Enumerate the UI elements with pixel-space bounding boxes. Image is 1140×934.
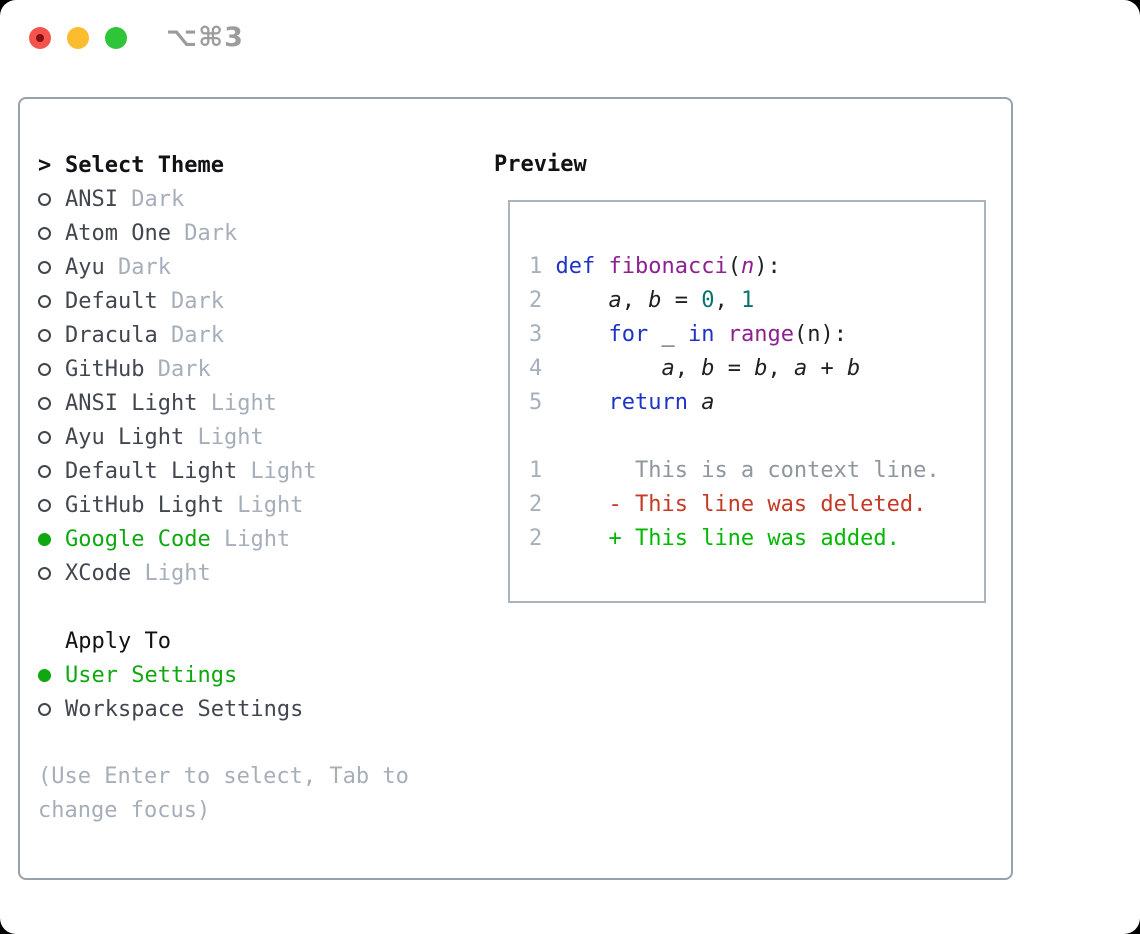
help-text-line2: change focus) — [38, 798, 211, 823]
theme-item[interactable]: Default Dark — [38, 284, 409, 318]
theme-item[interactable]: Ayu Light Light — [38, 420, 409, 454]
theme-item[interactable]: ANSI Dark — [38, 182, 409, 216]
line-number: 5 — [529, 390, 543, 415]
radio-icon — [38, 430, 51, 444]
code-line: 5 return a — [529, 386, 984, 420]
radio-icon — [38, 566, 51, 580]
apply-option[interactable]: User Settings — [38, 658, 409, 692]
code-line: 3 for _ in range(n): — [529, 318, 984, 352]
code-line: 1 This is a context line. — [529, 454, 984, 488]
radio-icon — [38, 226, 51, 240]
spacer — [38, 590, 409, 624]
radio-icon — [38, 396, 51, 410]
theme-item[interactable]: XCode Light — [38, 556, 409, 590]
radio-icon — [38, 362, 51, 376]
theme-item[interactable]: Dracula Dark — [38, 318, 409, 352]
theme-item[interactable]: GitHub Light Light — [38, 488, 409, 522]
help-text-line1: (Use Enter to select, Tab to — [38, 764, 409, 789]
radio-icon — [38, 260, 51, 274]
radio-icon — [38, 294, 51, 308]
close-button[interactable] — [29, 27, 51, 49]
line-number: 2 — [529, 492, 543, 517]
code-line: 2 + This line was added. — [529, 522, 984, 556]
code-line: 2 - This line was deleted. — [529, 488, 984, 522]
theme-item[interactable]: Atom One Dark — [38, 216, 409, 250]
theme-item[interactable]: Ayu Dark — [38, 250, 409, 284]
apply-to-title: Apply To — [65, 628, 171, 654]
code-line — [529, 420, 984, 454]
line-number: 3 — [529, 322, 543, 347]
radio-icon — [38, 702, 51, 716]
zoom-button[interactable] — [105, 27, 127, 49]
close-button-dot — [36, 34, 44, 42]
code-line: 2 a, b = 0, 1 — [529, 284, 984, 318]
titlebar: ⌥⌘3 — [0, 0, 1140, 76]
select-theme-title: Select Theme — [65, 152, 224, 178]
radio-icon — [38, 192, 51, 206]
theme-item[interactable]: ANSI Light Light — [38, 386, 409, 420]
radio-icon — [38, 464, 51, 478]
apply-option[interactable]: Workspace Settings — [38, 692, 409, 726]
radio-icon — [38, 498, 51, 512]
window-title: ⌥⌘3 — [166, 22, 244, 53]
left-column: > Select Theme ANSI Dark Atom One Dark A… — [38, 148, 409, 828]
apply-to-list: User Settings Workspace Settings — [38, 658, 409, 726]
theme-item[interactable]: Google Code Light — [38, 522, 409, 556]
line-number: 2 — [529, 288, 543, 313]
line-number: 1 — [529, 458, 543, 483]
line-number: 4 — [529, 356, 543, 381]
radio-icon — [38, 532, 51, 546]
radio-icon — [38, 668, 51, 682]
theme-item[interactable]: Default Light Light — [38, 454, 409, 488]
theme-item[interactable]: GitHub Dark — [38, 352, 409, 386]
line-number: 1 — [529, 254, 543, 279]
apply-to-header: Apply To — [38, 624, 409, 658]
theme-list: ANSI Dark Atom One Dark Ayu Dark Default… — [38, 182, 409, 590]
preview-title: Preview — [494, 152, 587, 177]
spacer — [38, 726, 409, 760]
radio-icon — [38, 328, 51, 342]
line-number: 2 — [529, 526, 543, 551]
prompt-icon: > — [38, 152, 52, 178]
minimize-button[interactable] — [67, 27, 89, 49]
code-line: 4 a, b = b, a + b — [529, 352, 984, 386]
select-theme-header: > Select Theme — [38, 148, 409, 182]
